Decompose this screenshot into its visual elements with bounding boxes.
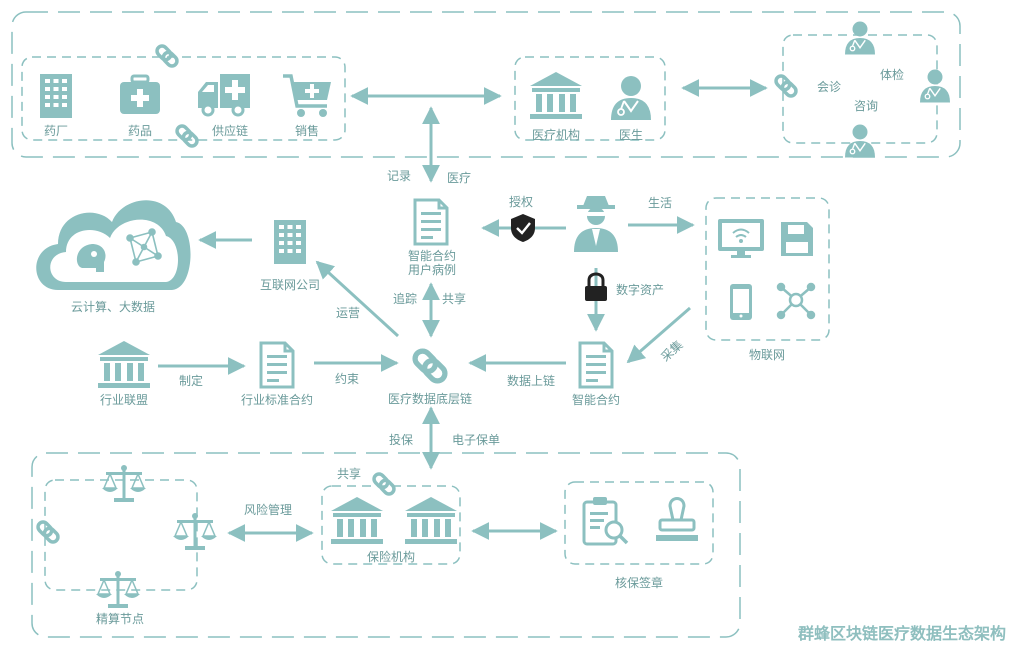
label-cloud: 云计算、大数据 xyxy=(70,300,156,314)
chain-icon xyxy=(173,122,201,150)
bank-icon xyxy=(530,72,582,119)
label-insure: 投保 xyxy=(388,433,414,447)
label-digital-assets: 数字资产 xyxy=(615,283,665,297)
label-record: 记录 xyxy=(386,169,412,183)
scale-icon xyxy=(172,512,218,551)
label-pharma-factory: 药厂 xyxy=(43,124,69,138)
bank-icon xyxy=(331,497,383,544)
document-icon xyxy=(259,341,295,389)
label-actuarial-node: 精算节点 xyxy=(95,612,145,626)
document-icon xyxy=(578,341,614,389)
building-icon xyxy=(40,74,72,118)
label-medicine: 药品 xyxy=(127,124,153,138)
doctor-icon xyxy=(844,20,876,56)
phone-icon xyxy=(730,284,752,320)
arrow-operation xyxy=(315,260,400,338)
label-supply-chain: 供应链 xyxy=(211,124,249,138)
ambulance-icon xyxy=(196,72,252,117)
label-constraint: 约束 xyxy=(334,372,360,386)
label-checkup: 体检 xyxy=(879,68,905,82)
label-authorize: 授权 xyxy=(508,195,534,209)
insurance-ecosystem-box xyxy=(31,452,741,638)
label-industry-standard-contract: 行业标准合约 xyxy=(240,393,314,407)
chain-icon xyxy=(370,470,398,498)
footer-title: 群蜂区块链医疗数据生态架构 xyxy=(797,624,1006,643)
chain-icon xyxy=(412,348,448,384)
top-ecosystem-box xyxy=(11,11,961,158)
label-risk-management: 风险管理 xyxy=(243,503,293,517)
label-doctor: 医生 xyxy=(618,128,644,142)
actuarial-box xyxy=(44,479,198,591)
label-smart-contract-case: 智能合约 用户病例 xyxy=(407,249,457,277)
network-icon xyxy=(776,282,816,320)
label-trace: 追踪 xyxy=(392,292,418,306)
underwriting-box xyxy=(564,481,714,565)
lock-icon xyxy=(585,272,607,301)
label-share: 共享 xyxy=(441,292,467,306)
doctor-icon xyxy=(919,68,951,104)
label-underwriting-seal: 核保签章 xyxy=(614,576,664,590)
clipboard-icon xyxy=(582,497,629,546)
label-consultation: 会诊 xyxy=(816,80,842,94)
chain-icon xyxy=(153,42,181,70)
label-iot: 物联网 xyxy=(748,348,786,362)
institution-box xyxy=(514,56,666,141)
label-data-on-chain: 数据上链 xyxy=(506,374,556,388)
label-smart-contract: 智能合约 xyxy=(571,393,621,407)
medkit-icon xyxy=(118,74,162,116)
shield-check-icon xyxy=(511,214,535,242)
scale-icon xyxy=(101,464,147,503)
chain-icon xyxy=(772,72,800,100)
label-operation: 运营 xyxy=(335,306,361,320)
arrow-collect xyxy=(626,306,691,364)
doctor-icon xyxy=(610,75,652,121)
label-bottom-share: 共享 xyxy=(336,467,362,481)
label-medical: 医疗 xyxy=(446,171,472,185)
label-internet-company: 互联网公司 xyxy=(259,278,321,292)
bank-icon xyxy=(405,497,457,544)
label-formulate: 制定 xyxy=(178,374,204,388)
stamp-icon xyxy=(656,497,698,541)
chain-icon xyxy=(34,518,62,546)
label-chain: 医疗数据底层链 xyxy=(387,392,473,406)
label-life: 生活 xyxy=(647,196,673,210)
floppy-icon xyxy=(781,222,813,256)
label-medical-institution: 医疗机构 xyxy=(531,128,581,142)
doctor-icon xyxy=(844,123,876,159)
monitor-icon xyxy=(718,219,764,258)
cart-icon xyxy=(281,74,333,119)
label-insurance-institution: 保险机构 xyxy=(366,550,416,564)
label-e-policy: 电子保单 xyxy=(451,433,501,447)
building-icon xyxy=(274,220,306,264)
iot-box xyxy=(705,197,830,341)
label-inquiry: 咨询 xyxy=(853,99,879,113)
bank-icon xyxy=(98,341,150,388)
label-sales: 销售 xyxy=(294,124,320,138)
hacker-icon xyxy=(574,196,618,252)
cloud-icon xyxy=(36,200,191,290)
document-icon xyxy=(413,198,449,246)
label-industry-alliance: 行业联盟 xyxy=(99,393,149,407)
